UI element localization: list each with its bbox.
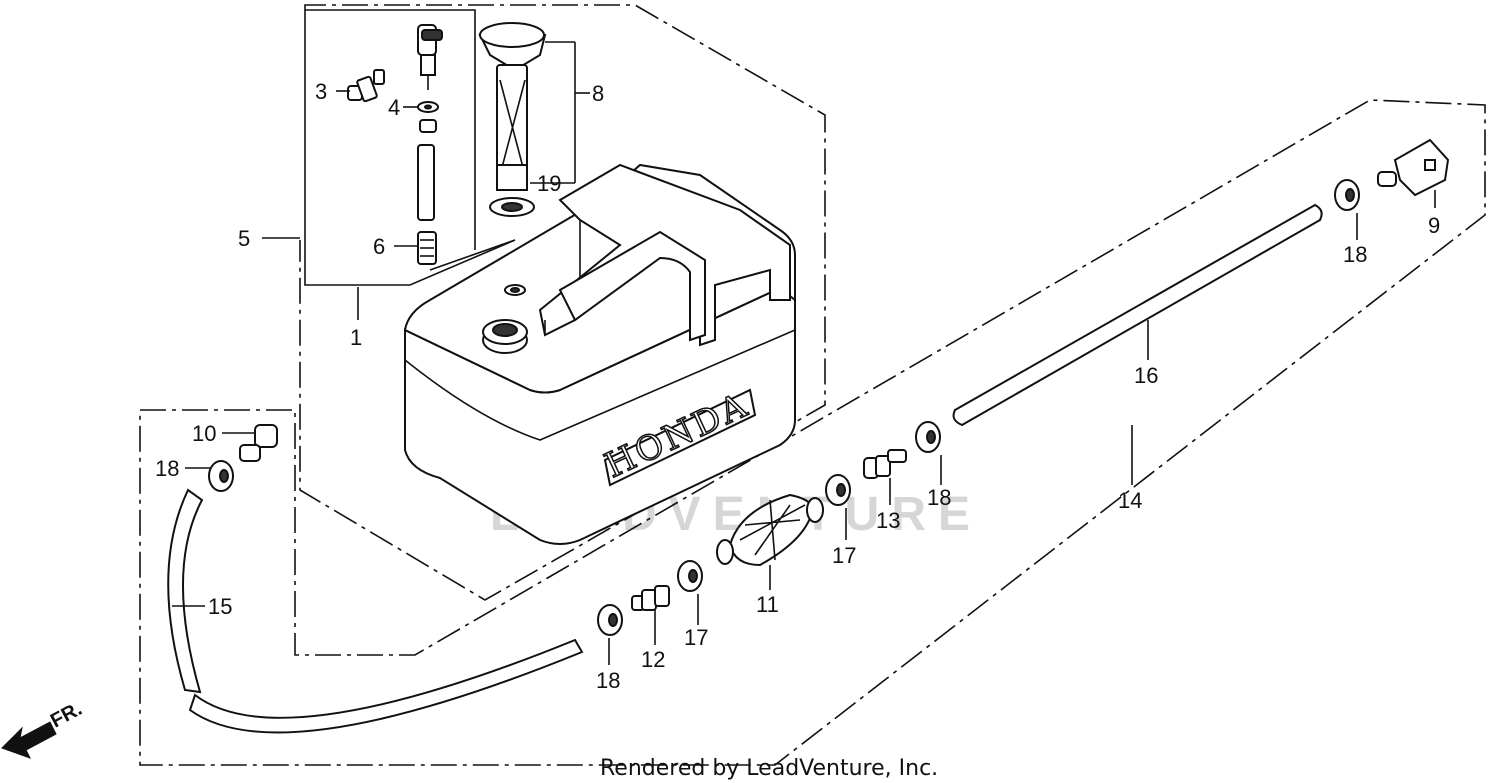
part-3-fitting: [347, 69, 385, 103]
credit-text: Rendered by LeadVenture, Inc.: [600, 756, 938, 781]
callout-9: 9: [1428, 213, 1440, 238]
part-9-connector: [1377, 138, 1450, 197]
callout-13: 13: [876, 508, 900, 533]
callout-17-lower: 17: [684, 625, 708, 650]
part-12-fitting: [631, 585, 670, 611]
callout-10: 10: [192, 421, 216, 446]
part-13-fitting: [863, 449, 907, 479]
callout-12: 12: [641, 647, 665, 672]
callout-8: 8: [592, 81, 604, 106]
callout-labels: 1 3 4 5 6 8 19 9 18 16 14 18 13 17 11 17…: [155, 79, 1440, 693]
front-arrow-icon: [1, 721, 57, 759]
hose-kit: [167, 138, 1450, 734]
callout-18-left: 18: [155, 456, 179, 481]
callout-6: 6: [373, 234, 385, 259]
assembly-boundaries: [139, 4, 1486, 766]
callout-3: 3: [315, 79, 327, 104]
part-10-fitting: [239, 424, 278, 462]
leader-lines: [172, 41, 1436, 665]
callout-18-lower: 18: [596, 668, 620, 693]
part-vent-screw: [417, 24, 443, 90]
callout-14: 14: [1118, 488, 1142, 513]
callout-11: 11: [756, 592, 779, 617]
callout-18-top-right: 18: [1343, 242, 1367, 267]
cap-vent-assembly: [347, 22, 547, 265]
callout-18-mid: 18: [927, 485, 951, 510]
callout-15: 15: [208, 594, 232, 619]
front-direction-indicator: FR.: [1, 698, 86, 759]
callout-16: 16: [1134, 363, 1158, 388]
callout-4: 4: [388, 95, 400, 120]
fuel-tank: HONDA: [403, 163, 796, 545]
part-8-fuel-gauge: [478, 22, 547, 191]
callout-1: 1: [350, 325, 362, 350]
part-11-primer-bulb: [716, 493, 824, 567]
callout-17-upper: 17: [832, 543, 856, 568]
callout-19: 19: [537, 171, 561, 196]
callout-5: 5: [238, 226, 250, 251]
